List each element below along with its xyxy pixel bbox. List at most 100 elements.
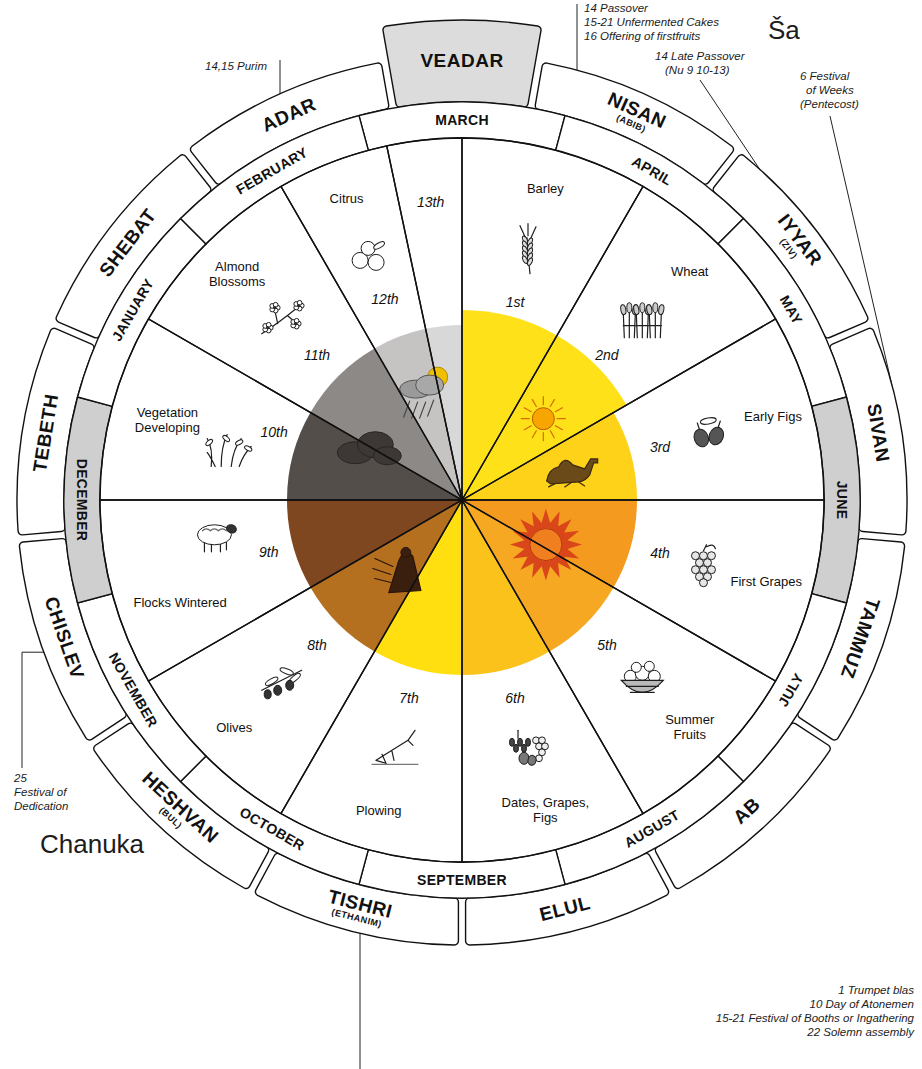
wheat-icon: [623, 325, 635, 326]
month-name: SEPTEMBER: [417, 873, 507, 888]
olives-icon: [262, 667, 302, 699]
leader-line: [22, 652, 44, 768]
calendar-month-segment: JANUARY: [74, 215, 210, 410]
leader-line: [577, 4, 578, 70]
sheep-icon: [202, 529, 226, 531]
smallsun-symbol: [555, 426, 562, 430]
month-ordinal: 8th: [307, 637, 326, 653]
calendar-month-segment-outline: [714, 590, 850, 785]
wheat-icon: [620, 303, 665, 338]
raincloud-symbol: [400, 367, 448, 418]
crop-label: Flocks Wintered: [133, 595, 226, 610]
barley-icon: [520, 224, 536, 274]
overlay-note: Chanuka: [40, 830, 144, 859]
calendar-month-segment-outline: [714, 215, 850, 410]
wheat-icon: [632, 304, 639, 315]
citrus-icon: [368, 254, 384, 270]
almond-icon: [297, 304, 299, 306]
season-wedge: 5thSummer Fruits: [459, 497, 779, 817]
smallsun-symbol: [524, 408, 531, 412]
figs-icon: [692, 417, 726, 449]
season-wedge: 2nd Wheat: [459, 183, 779, 503]
sirocco-symbol: [373, 558, 393, 582]
bigsun-symbol: [510, 509, 582, 581]
season-sector: [287, 500, 462, 588]
figs-icon: [692, 427, 711, 449]
wheat-icon: [646, 304, 653, 315]
vegetation-icon: [244, 445, 253, 452]
month-label: SEPTEMBER: [417, 873, 507, 888]
smallsun-symbol: [524, 426, 531, 430]
plow-icon: [376, 730, 415, 763]
month-name: JUNE: [835, 481, 850, 520]
smallsun-symbol: [521, 397, 565, 441]
citrus-icon: [373, 240, 386, 250]
festival-note: 22 Solemn assembly: [807, 1026, 914, 1039]
month-ordinal: 2nd: [595, 347, 618, 363]
season-wedge-shape: [462, 138, 643, 500]
season-wedge-shape: [100, 319, 462, 500]
bigsun-symbol: [510, 509, 582, 581]
month-ordinal: 9th: [259, 544, 278, 560]
calendar-month-segment-shape: [78, 219, 206, 407]
season-wedge: 13th: [383, 135, 465, 503]
wheat-icon: [623, 312, 635, 338]
vegetation-icon: [207, 435, 251, 467]
sheep-icon: [225, 523, 237, 534]
month-label: VEADAR: [420, 51, 503, 71]
month-ordinal: 4th: [650, 545, 669, 561]
overlay-note: Ša: [768, 16, 800, 45]
crop-label: Summer Fruits: [660, 713, 720, 743]
smallsun-symbol: [550, 431, 554, 438]
crop-label: Almond Blossoms: [202, 260, 272, 290]
festival-note: 15-21 Festival of Booths or Ingathering: [716, 1012, 914, 1025]
season-wedge-shape: [281, 500, 462, 862]
almond-icon: [266, 326, 268, 328]
crop-label: Barley: [527, 182, 564, 197]
season-wedge-shape: [100, 500, 462, 681]
festival-note: 14 Late Passover: [655, 50, 745, 63]
almond-icon: [294, 322, 296, 324]
smallsun-symbol: [543, 397, 544, 405]
plow-icon: [372, 764, 418, 765]
dates-icon: [536, 755, 543, 762]
month-ordinal: 7th: [399, 690, 418, 706]
crop-label: Wheat: [671, 265, 709, 280]
crop-label: Plowing: [356, 804, 402, 819]
wheat-icon: [645, 304, 652, 315]
season-wedge-shape: [148, 500, 462, 814]
olives-icon: [286, 680, 294, 690]
smallsun-symbol: [550, 400, 554, 407]
festival-note: 6 Festival: [800, 70, 849, 83]
season-wedge-shape: [462, 500, 824, 681]
almond-icon: [262, 300, 304, 333]
festival-note: 16 Offering of firstfruits: [584, 30, 700, 43]
month-ordinal: 13th: [417, 194, 444, 210]
calendar-month-segment: MAY: [714, 215, 850, 410]
calendar-month-segment-outline: [177, 752, 372, 888]
dates-icon: [519, 752, 529, 764]
season-wedge: 9thFlocks Wintered: [97, 497, 465, 685]
almond-icon: [273, 306, 275, 308]
season-wedge-outline: [459, 183, 779, 503]
crop-label: Vegetation Developing: [127, 406, 207, 436]
crop-label: Citrus: [330, 192, 364, 207]
month-ordinal: 6th: [505, 690, 524, 706]
month-ordinal: 11th: [304, 347, 330, 363]
wheat-icon: [627, 303, 632, 313]
vegetation-icon: [222, 434, 231, 442]
sirocco-symbol: [373, 547, 421, 592]
festival-note: 14 Passover: [584, 2, 648, 15]
season-wedge-shape: [462, 500, 776, 814]
plow-icon: [372, 730, 418, 764]
month-name: DECEMBER: [75, 459, 90, 542]
calendar-month-segment-shape: [181, 756, 369, 884]
leader-line: [360, 933, 361, 1069]
season-wedge-shape: [148, 186, 462, 500]
season-wedge-shape: [462, 186, 776, 500]
smallsun-symbol: [521, 418, 529, 419]
dates-icon: [527, 755, 537, 766]
season-wedge-shape: [462, 500, 643, 862]
festival-note: 10 Day of Atonemen: [810, 998, 914, 1011]
